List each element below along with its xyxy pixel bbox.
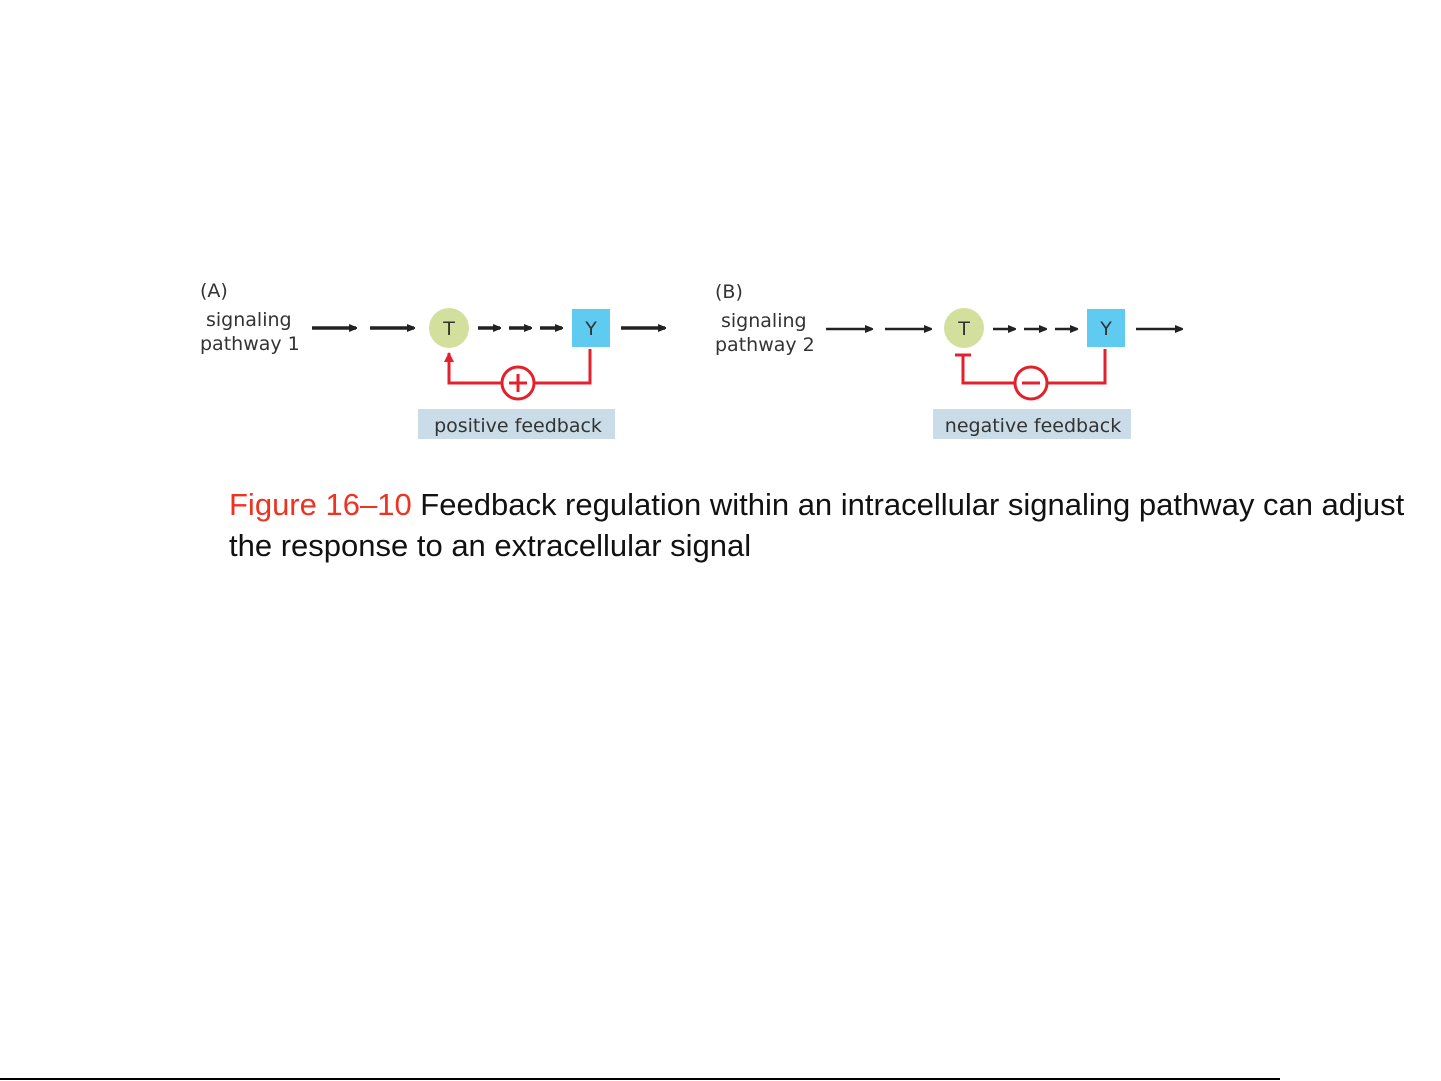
panel-a-pathway-line2: pathway 1 (200, 333, 300, 355)
panel-b-tag: (B) (715, 281, 743, 303)
panel-a-tag: (A) (200, 280, 228, 302)
caption-text: Feedback regulation within an intracellu… (229, 487, 1405, 563)
t-node (429, 308, 469, 348)
panel-b-pathway-line1: signaling (721, 310, 807, 332)
positive-feedback-label-bg (418, 409, 615, 439)
negative-feedback-label: negative feedback (945, 415, 1121, 437)
y-node (1087, 309, 1125, 347)
positive-feedback-label: positive feedback (434, 415, 602, 437)
panel-a: (A) signaling pathway 1 T Y positive fee… (200, 280, 665, 439)
t-node (944, 308, 984, 348)
figure-number: Figure 16–10 (229, 487, 412, 522)
panel-a-pathway-line1: signaling (206, 309, 292, 331)
y-node-label: Y (1099, 318, 1112, 340)
panel-b: (B) signaling pathway 2 T Y negative fee… (715, 281, 1182, 439)
panel-b-pathway-line2: pathway 2 (715, 334, 815, 356)
negative-feedback-label-bg (933, 409, 1131, 439)
y-node (572, 309, 610, 347)
divider (0, 1078, 1280, 1080)
t-node-label: T (957, 318, 970, 340)
t-node-label: T (442, 318, 455, 340)
y-node-label: Y (584, 318, 597, 340)
figure-caption: Figure 16–10 Feedback regulation within … (229, 484, 1441, 566)
